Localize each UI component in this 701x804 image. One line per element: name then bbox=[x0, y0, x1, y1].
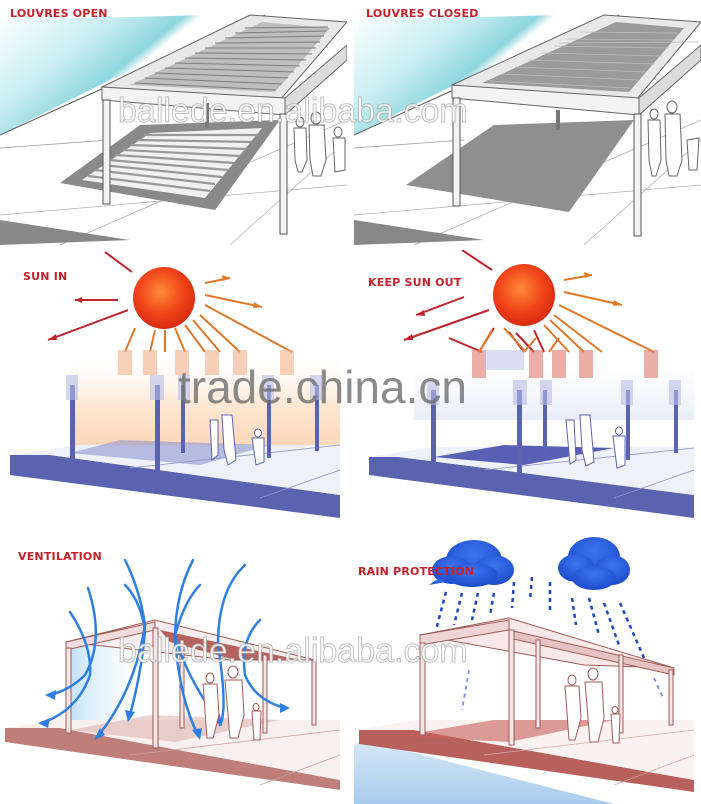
panel-sun-in: SUN IN bbox=[0, 250, 347, 520]
panel-label: KEEP SUN OUT bbox=[368, 276, 462, 289]
pergola-open-illustration bbox=[0, 14, 347, 245]
panel-label: LOUVRES OPEN bbox=[10, 7, 108, 20]
panel-label: LOUVRES CLOSED bbox=[366, 7, 479, 20]
ventilation-illustration bbox=[5, 558, 341, 790]
panel-louvres-open: LOUVRES OPEN bbox=[0, 0, 347, 245]
panel-keep-sun-out: KEEP SUN OUT bbox=[354, 250, 701, 520]
panel-label: RAIN PROTECTION bbox=[358, 565, 475, 578]
pergola-closed-illustration bbox=[354, 14, 701, 245]
rain-protection-illustration bbox=[354, 537, 695, 804]
panel-rain-protection: RAIN PROTECTION bbox=[354, 530, 701, 804]
panel-label: VENTILATION bbox=[18, 550, 102, 563]
sun-in-illustration bbox=[10, 251, 341, 518]
panel-label: SUN IN bbox=[23, 270, 68, 283]
keep-sun-out-illustration bbox=[369, 250, 695, 518]
panel-ventilation: VENTILATION bbox=[0, 530, 347, 804]
panel-louvres-closed: LOUVRES CLOSED bbox=[354, 0, 701, 245]
